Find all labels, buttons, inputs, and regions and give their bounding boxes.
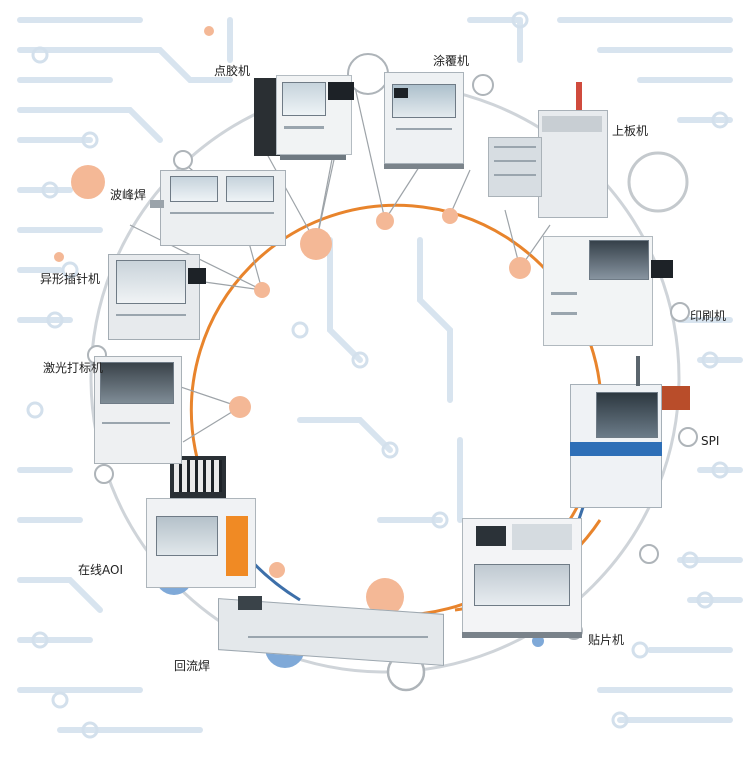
gray-ring-node-right — [627, 151, 689, 213]
blue-node-small — [532, 635, 544, 647]
label-laser-marker: 激光打标机 — [43, 361, 104, 375]
label-reflow: 回流焊 — [174, 659, 211, 673]
printer-machine — [543, 232, 677, 350]
spi-machine — [568, 356, 698, 512]
loader-machine — [488, 82, 608, 222]
circuit-traces — [17, 17, 743, 733]
laser-marker-machine — [90, 352, 186, 468]
label-insertion: 异形插针机 — [40, 272, 101, 286]
gray-node-top-right — [472, 74, 494, 96]
label-mounter: 贴片机 — [588, 633, 625, 647]
insertion-machine — [104, 250, 208, 344]
label-loader: 上板机 — [612, 124, 649, 138]
label-aoi: 在线AOI — [78, 563, 123, 577]
label-spi: SPI — [701, 434, 720, 448]
label-printer: 印刷机 — [690, 309, 727, 323]
mounter-machine — [462, 512, 586, 640]
dispenser-machine — [254, 70, 358, 162]
reflow-machine — [218, 596, 444, 666]
aoi-machine — [140, 456, 260, 592]
coater-machine — [384, 72, 466, 170]
label-wave-soldering: 波峰焊 — [110, 188, 147, 202]
wave-soldering-machine — [150, 166, 290, 250]
orange-nodes — [54, 26, 531, 616]
label-dispenser: 点胶机 — [214, 64, 251, 78]
label-coater: 涂覆机 — [433, 54, 470, 68]
circuit-pads — [26, 11, 729, 739]
